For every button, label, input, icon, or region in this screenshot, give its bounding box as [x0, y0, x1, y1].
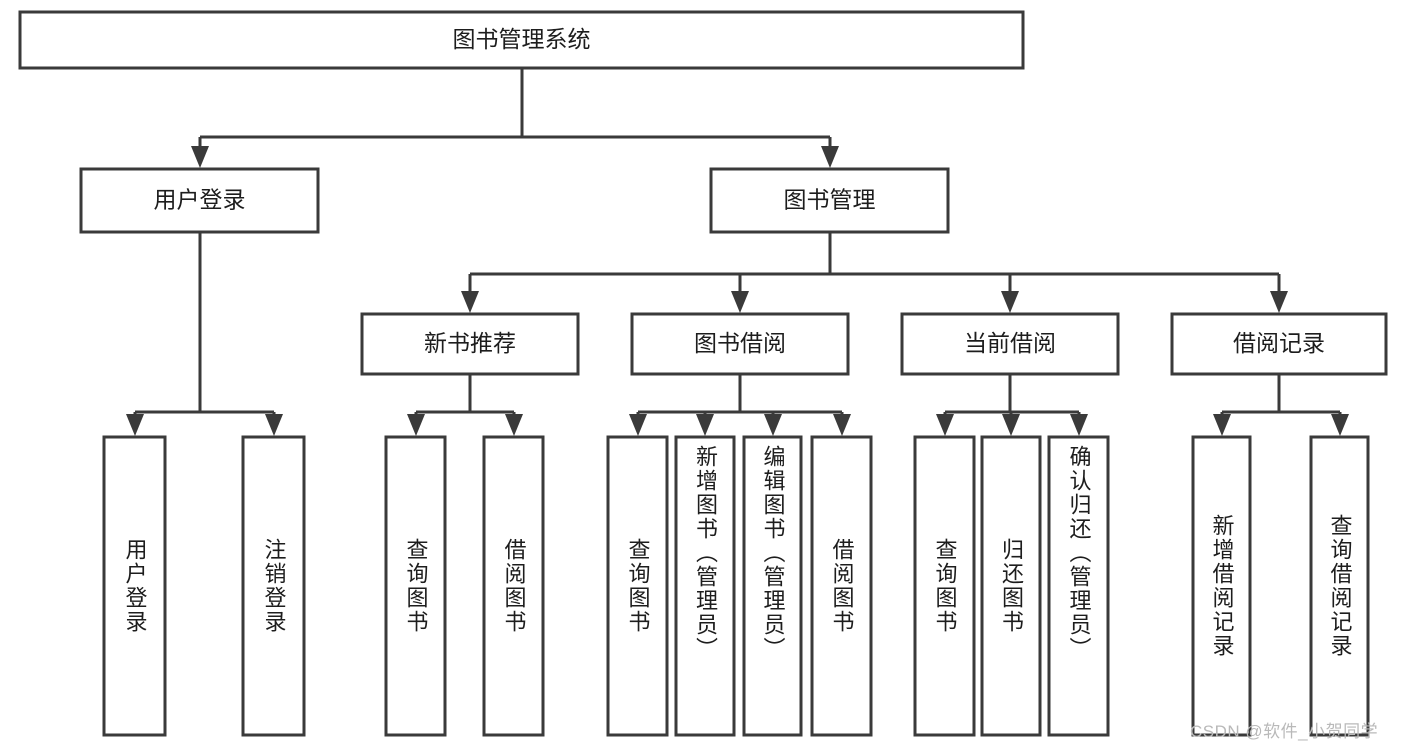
arrow-head-leaf-confirm-return — [1070, 414, 1088, 436]
node-box-records[interactable] — [1170, 312, 1388, 376]
node-label-bookmgr: 图书管理 — [784, 187, 876, 213]
node-label-current: 当前借阅 — [964, 330, 1056, 356]
node-box-leaf-borrow-book-1[interactable] — [482, 435, 545, 737]
arrow-head-leaf-user-login — [126, 414, 144, 436]
node-box-login[interactable] — [79, 167, 320, 234]
node-box-leaf-add-record[interactable] — [1191, 435, 1252, 737]
node-box-leaf-user-logout[interactable] — [241, 435, 306, 737]
node-box-leaf-edit-book[interactable] — [742, 435, 803, 737]
arrow-head-leaf-query-book-1 — [407, 414, 425, 436]
node-label-newrec: 新书推荐 — [424, 330, 516, 356]
arrow-head-leaf-query-record — [1331, 414, 1349, 436]
node-label-records: 借阅记录 — [1233, 330, 1325, 356]
arrow-head-current — [1001, 291, 1019, 313]
arrow-head-leaf-user-logout — [265, 414, 283, 436]
node-box-leaf-return-book[interactable] — [980, 435, 1042, 737]
arrow-head-leaf-add-record — [1213, 414, 1231, 436]
node-box-leaf-confirm-return[interactable] — [1047, 435, 1110, 737]
connector-layer — [126, 68, 1349, 436]
arrow-head-leaf-query-book-3 — [936, 414, 954, 436]
arrow-head-borrow — [731, 291, 749, 313]
csdn-watermark: CSDN @软件_小贺同学 — [1190, 722, 1379, 741]
node-box-leaf-user-login[interactable] — [102, 435, 167, 737]
arrow-head-newrec — [461, 291, 479, 313]
node-label-login: 用户登录 — [154, 187, 246, 213]
node-box-leaf-query-book-3[interactable] — [913, 435, 976, 737]
arrow-head-leaf-query-book-2 — [629, 414, 647, 436]
arrow-head-leaf-edit-book — [764, 414, 782, 436]
node-box-leaf-query-book-1[interactable] — [384, 435, 447, 737]
node-label-root: 图书管理系统 — [453, 26, 591, 52]
node-box-newrec[interactable] — [360, 312, 580, 376]
arrow-head-login — [191, 146, 209, 168]
arrow-head-bookmgr — [821, 146, 839, 168]
node-box-borrow[interactable] — [630, 312, 850, 376]
node-box-leaf-query-record[interactable] — [1309, 435, 1370, 737]
node-box-current[interactable] — [900, 312, 1120, 376]
node-box-leaf-add-book[interactable] — [674, 435, 736, 737]
arrow-head-records — [1270, 291, 1288, 313]
node-label-borrow: 图书借阅 — [694, 330, 786, 356]
node-box-leaf-borrow-book-2[interactable] — [810, 435, 873, 737]
node-box-leaf-query-book-2[interactable] — [606, 435, 669, 737]
node-box-bookmgr[interactable] — [709, 167, 950, 234]
arrow-head-leaf-return-book — [1002, 414, 1020, 436]
node-box-root[interactable] — [18, 10, 1025, 70]
arrow-head-leaf-borrow-book-2 — [833, 414, 851, 436]
arrow-head-leaf-borrow-book-1 — [505, 414, 523, 436]
arrow-head-leaf-add-book — [696, 414, 714, 436]
